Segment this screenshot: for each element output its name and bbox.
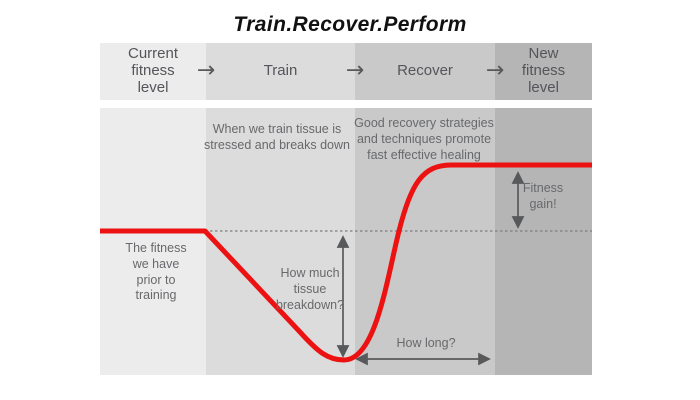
process-header: Current fitness level Train Recover New …	[100, 43, 592, 100]
note-prior-fitness: The fitness we have prior to training	[125, 241, 187, 303]
stage-train: Train	[206, 43, 355, 100]
chart-area: The fitness we have prior to training Wh…	[100, 108, 592, 375]
arrow-right-icon: →	[485, 57, 505, 83]
fitness-curve	[100, 162, 592, 363]
fitness-curve-plot	[100, 162, 592, 366]
note-recover: Good recovery strategies and techniques …	[354, 116, 494, 162]
band-current-fitness	[100, 108, 206, 375]
band-recover	[355, 108, 495, 375]
band-train	[206, 108, 355, 375]
stage-label: New fitness level	[521, 45, 566, 96]
stage-label: Current fitness level	[127, 45, 179, 96]
note-breakdown-question: How much tissue breakdown?	[275, 266, 345, 312]
note-duration-question: How long?	[396, 336, 456, 350]
arrow-right-icon: →	[345, 57, 365, 83]
stage-label: Recover	[397, 62, 453, 80]
stage-recover: Recover	[355, 43, 495, 100]
stage-new-fitness: New fitness level	[495, 43, 592, 100]
arrow-right-icon: →	[196, 57, 216, 83]
note-train: When we train tissue is stressed and bre…	[204, 122, 350, 152]
stage-current-fitness: Current fitness level	[100, 43, 206, 100]
note-fitness-gain: Fitness gain!	[522, 181, 564, 211]
band-new-fitness	[495, 108, 592, 375]
stage-label: Train	[263, 62, 298, 80]
page-title: Train.Recover.Perform	[233, 13, 467, 36]
